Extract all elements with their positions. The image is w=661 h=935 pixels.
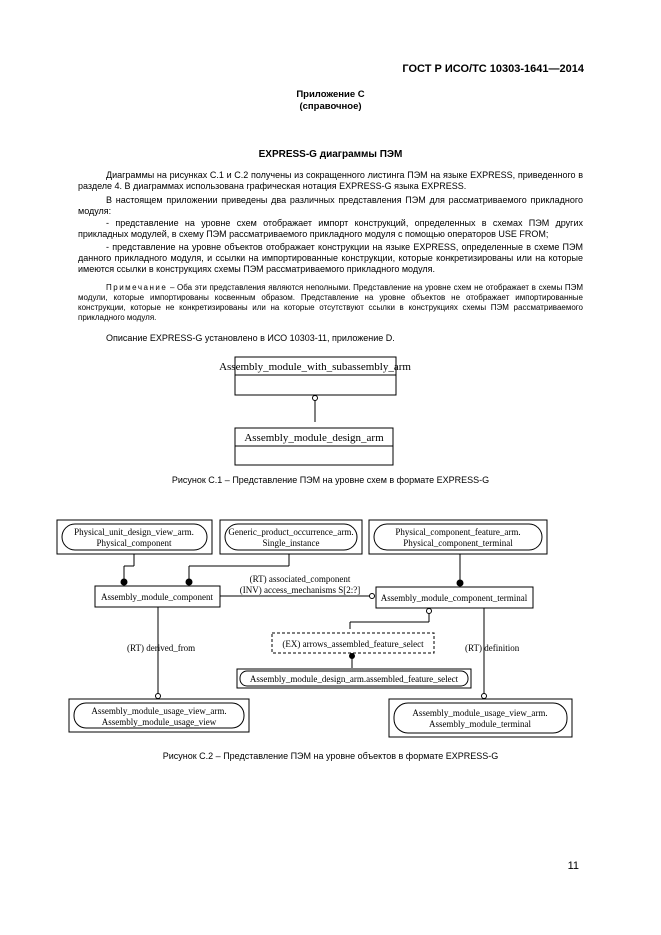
entity-component-label: Assembly_module_component — [101, 592, 213, 602]
ref-terminal-line2: Assembly_module_terminal — [429, 719, 531, 729]
attr-ex-arrows: (EX) arrows_assembled_feature_select — [282, 639, 424, 649]
ref-box-select-type — [236, 668, 472, 689]
entity-assembly-module-component-terminal — [375, 586, 534, 609]
attr-definition: (RT) definition — [465, 643, 520, 653]
ref-box-usage-view — [68, 698, 250, 733]
attr-derived-from: (RT) derived_from — [127, 643, 195, 653]
paragraph-3: - представление на уровне схем отображае… — [78, 218, 583, 239]
schema-name-bottom: Assembly_module_design_arm — [244, 432, 384, 444]
figure2-caption: Рисунок С.2 – Представление ПЭМ на уровн… — [162, 751, 499, 761]
ref-box-terminal — [388, 698, 573, 738]
standard-designation: ГОСТ Р ИСО/ТС 10303-1641—2014 — [402, 63, 584, 75]
annex-title: Приложение С — [296, 89, 365, 100]
ref-physical-unit-line1: Physical_unit_design_view_arm. — [74, 527, 194, 537]
select-type-box — [271, 632, 435, 654]
note-label: Примечание — [106, 283, 168, 292]
attr-access-mechanisms: (INV) access_mechanisms S[2:?] — [240, 585, 360, 595]
ref-generic-line1: Generic_product_occurrence_arm. — [228, 527, 353, 537]
paragraph-4: - представление на уровне объектов отобр… — [78, 242, 583, 274]
page-number: 11 — [567, 860, 579, 872]
schema-name-top: Assembly_module_with_subassembly_arm — [219, 361, 411, 373]
ref-terminal-line1: Assembly_module_usage_view_arm. — [412, 708, 547, 718]
annex-subtitle: (справочное) — [299, 101, 362, 112]
ref-feature-line1: Physical_component_feature_arm. — [395, 527, 520, 537]
note-paragraph: Примечание – Оба эти представления являю… — [78, 283, 583, 323]
ref-feature-line2: Physical_component_terminal — [403, 538, 513, 548]
attr-associated-component: (RT) associated_component — [250, 574, 351, 584]
ref-box-generic-occurrence — [219, 519, 363, 555]
select-type-label: Assembly_module_design_arm.assembled_fea… — [250, 674, 459, 684]
note-text: – Оба эти представления являются неполны… — [78, 283, 583, 322]
ref-physical-unit-line2: Physical_component — [97, 538, 172, 548]
figure1-caption: Рисунок С.1 – Представление ПЭМ на уровн… — [171, 475, 490, 485]
ref-usage-view-line2: Assembly_module_usage_view — [102, 717, 217, 727]
ref-usage-view-line1: Assembly_module_usage_view_arm. — [91, 706, 226, 716]
ref-box-physical-unit — [56, 519, 213, 555]
paragraph-2: В настоящем приложении приведены два раз… — [78, 195, 583, 216]
paragraph-5: Описание EXPRESS-G установлено в ИСО 103… — [106, 333, 395, 343]
ref-generic-line2: Single_instance — [263, 538, 320, 548]
section-heading: EXPRESS-G диаграммы ПЭМ — [258, 149, 403, 160]
ref-box-feature — [368, 519, 548, 555]
paragraph-1: Диаграммы на рисунках С.1 и С.2 получены… — [78, 170, 583, 191]
entity-terminal-label: Assembly_module_component_terminal — [381, 593, 528, 603]
